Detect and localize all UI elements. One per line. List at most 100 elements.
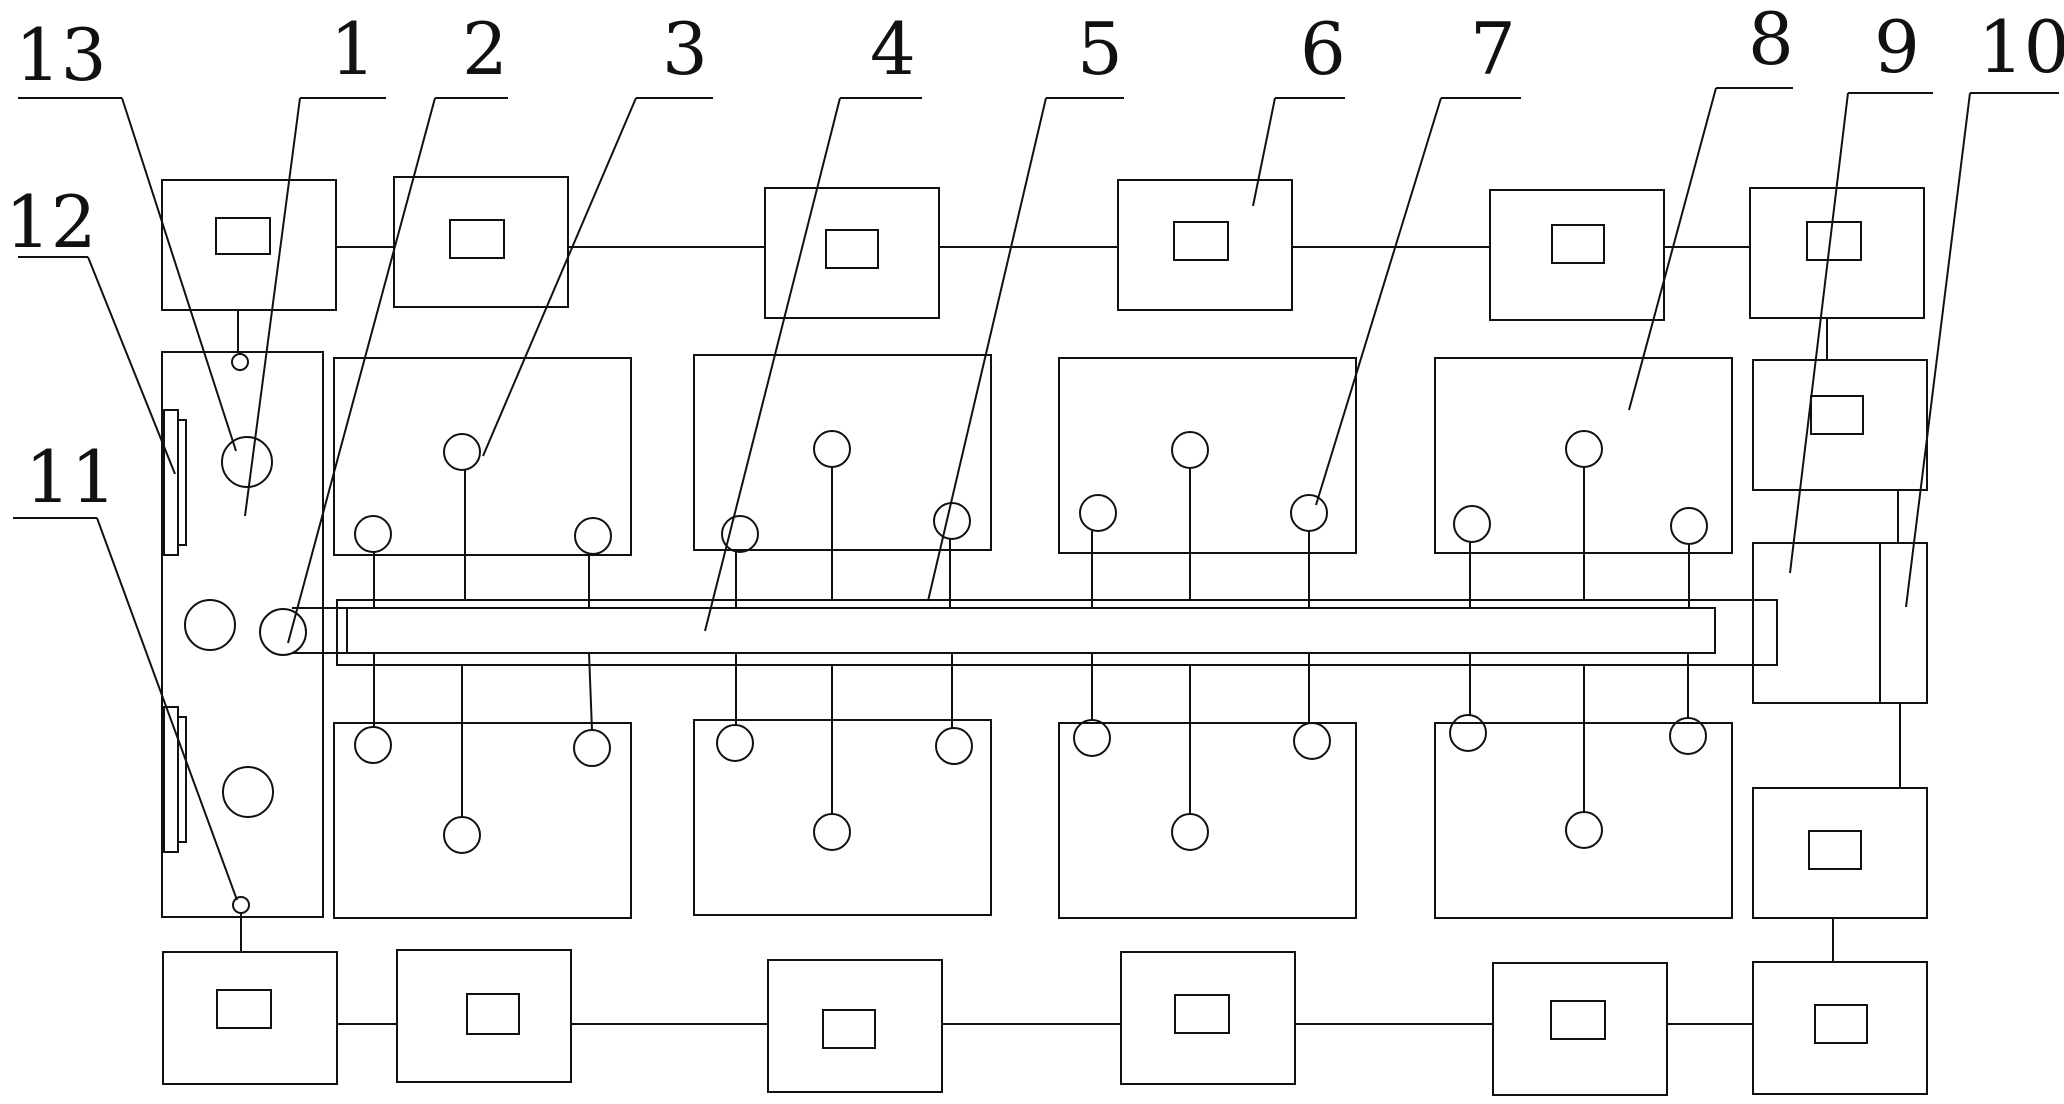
callout-label-2: 2 (462, 7, 508, 91)
bottom-module-1 (162, 951, 338, 1085)
callout-label-4: 4 (870, 7, 916, 91)
bottom-module-row (162, 949, 1928, 1096)
upper-tank-2-center-nozzle (813, 430, 851, 468)
side-panel-upper-outer (163, 409, 179, 556)
top-module-6 (1749, 187, 1925, 319)
top-module-3 (764, 187, 940, 319)
main-unit-top-port (231, 353, 249, 371)
top-module-2 (393, 176, 569, 308)
leader-8-arrow (1628, 87, 1717, 411)
upper-tank-1 (333, 357, 632, 556)
lower-tank-3-right-nozzle (1293, 722, 1331, 760)
bottom-module-6 (1752, 961, 1928, 1095)
right-module-lower-window (1808, 830, 1862, 870)
top-module-row (161, 176, 1925, 321)
lower-tank-1 (333, 722, 632, 919)
top-module-4-window (1173, 221, 1229, 261)
lower-tank-1-right-pipe (588, 652, 593, 731)
leader-12-arrow (87, 256, 176, 475)
central-manifold (292, 599, 1778, 666)
leader-2-arrow (287, 97, 436, 644)
lower-tank-2-left-nozzle (716, 724, 754, 762)
top-module-3-window (825, 229, 879, 269)
lower-tank-2-center-nozzle (813, 813, 851, 851)
callout-label-7: 7 (1470, 7, 1516, 91)
lower-tank-3 (1058, 722, 1357, 919)
main-unit-bottom-port (232, 896, 250, 914)
lower-tank-3-left-nozzle (1073, 719, 1111, 757)
left-main-unit (161, 310, 324, 952)
leader-7-arrow (1315, 97, 1442, 506)
bottom-module-2-window (466, 993, 520, 1035)
main-unit-body (161, 351, 324, 918)
leader-11-arrow (96, 517, 238, 901)
bottom-module-3 (767, 959, 943, 1093)
upper-tank-2-right-nozzle (933, 502, 971, 540)
main-unit-outlet-port (259, 608, 307, 656)
leader-1-arrow (244, 97, 301, 517)
callout-label-3: 3 (662, 7, 708, 91)
top-module-1 (161, 179, 337, 311)
callout-label-13: 13 (15, 13, 107, 97)
bottom-module-5 (1492, 962, 1668, 1096)
callout-label-5: 5 (1077, 7, 1123, 91)
callout-label-6: 6 (1300, 7, 1346, 91)
upper-tank-4-right-nozzle (1670, 507, 1708, 545)
leader-4-arrow (704, 97, 841, 632)
leader-5-arrow (927, 97, 1047, 602)
bottom-module-3-window (822, 1009, 876, 1049)
upper-tank-2-left-nozzle (721, 515, 759, 553)
lower-tank-2 (693, 719, 992, 916)
leader-9-arrow (1789, 92, 1849, 574)
side-panel-lower-outer (163, 706, 179, 853)
main-unit-circle-mid (184, 599, 236, 651)
top-module-5 (1489, 189, 1665, 321)
lower-tank-4-left-nozzle (1449, 714, 1487, 752)
upper-tank-4-left-nozzle (1453, 505, 1491, 543)
bottom-module-5-window (1550, 1000, 1606, 1040)
lower-tank-1-right-nozzle (573, 729, 611, 767)
lower-tank-2-right-nozzle (935, 727, 973, 765)
top-module-2-window (449, 219, 505, 259)
lower-tank-3-center-nozzle (1171, 813, 1209, 851)
lower-tank-1-center-nozzle (443, 816, 481, 854)
lower-tank-4-center-nozzle (1565, 811, 1603, 849)
callout-label-10: 10 (1978, 5, 2064, 89)
upper-tank-1-left-nozzle (354, 515, 392, 553)
side-panel-upper-inner (177, 419, 187, 546)
main-unit-circle-lower (222, 766, 274, 818)
top-module-1-window (215, 217, 271, 255)
upper-tank-3-right-nozzle (1290, 494, 1328, 532)
right-module-upper-window (1810, 395, 1864, 435)
callout-label-8: 8 (1748, 0, 1794, 81)
callout-label-11: 11 (25, 435, 117, 519)
leader-10-arrow (1905, 92, 1971, 608)
main-unit-circle-upper (221, 436, 273, 488)
side-panel-lower-inner (177, 716, 187, 843)
upper-tank-4-center-nozzle (1565, 430, 1603, 468)
controller-unit (1752, 542, 1928, 704)
upper-tank-1-right-nozzle (574, 517, 612, 555)
upper-tank-3-left-nozzle (1079, 494, 1117, 532)
leader-6-arrow (1252, 97, 1276, 207)
bottom-module-1-window (216, 989, 272, 1029)
manifold-outer-tube (336, 599, 1778, 666)
bottom-module-4-window (1174, 994, 1230, 1034)
callout-label-1: 1 (330, 7, 376, 91)
top-module-5-window (1551, 224, 1605, 264)
lower-tank-row (333, 652, 1733, 919)
manifold-inner-tube (346, 607, 1716, 654)
upper-tank-2 (693, 354, 992, 551)
leader-3-arrow (482, 97, 637, 457)
top-module-6-window (1806, 221, 1862, 261)
callout-label-9: 9 (1874, 5, 1920, 89)
upper-tank-1-center-nozzle (443, 433, 481, 471)
callout-label-12: 12 (5, 180, 97, 264)
callout-leaders (13, 87, 2059, 901)
upper-tank-3-center-nozzle (1171, 431, 1209, 469)
right-module-lower (1752, 787, 1928, 919)
top-module-4 (1117, 179, 1293, 311)
upper-tank-row (333, 354, 1733, 608)
lower-tank-1-left-nozzle (354, 726, 392, 764)
